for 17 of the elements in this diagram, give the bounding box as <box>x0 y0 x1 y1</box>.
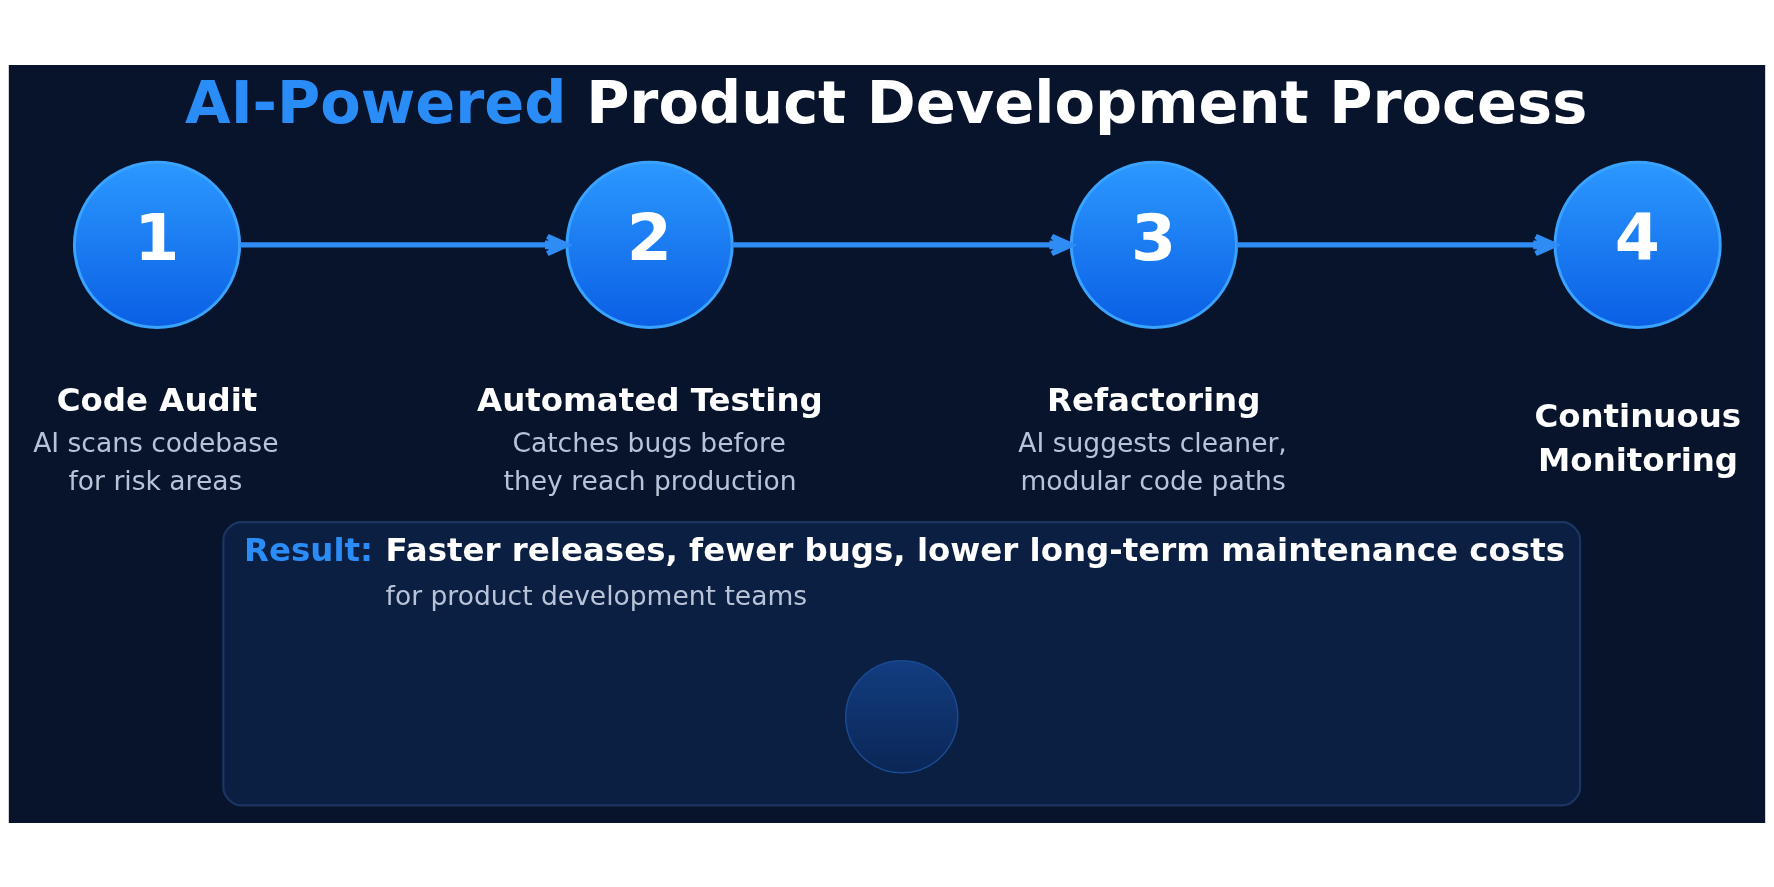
node-label: Continuous Monitoring <box>1534 396 1742 479</box>
diagram-title: AI-Powered Product Development Process <box>185 67 1588 137</box>
node-circle: 3 <box>1069 160 1238 329</box>
node-label: Code Audit <box>56 380 258 419</box>
node-label: AI suggests cleaner, modular code paths <box>1018 426 1287 496</box>
node-label: Catches bugs before they reach production <box>503 426 797 496</box>
arrow <box>732 233 1074 256</box>
cluster: Result: Faster releases, fewer bugs, lower long-term maintenance costs for product development teams <box>222 520 1582 806</box>
node-label: Refactoring <box>1047 380 1261 419</box>
node-circle <box>844 659 959 774</box>
arrow <box>1236 233 1558 256</box>
node-label: AI scans codebase for risk areas <box>33 426 279 496</box>
node-circle: 2 <box>565 160 734 329</box>
node-circle: 1 <box>72 160 242 329</box>
arrow <box>239 233 570 256</box>
node-label: Automated Testing <box>477 380 823 419</box>
node-circle: 4 <box>1553 160 1722 329</box>
